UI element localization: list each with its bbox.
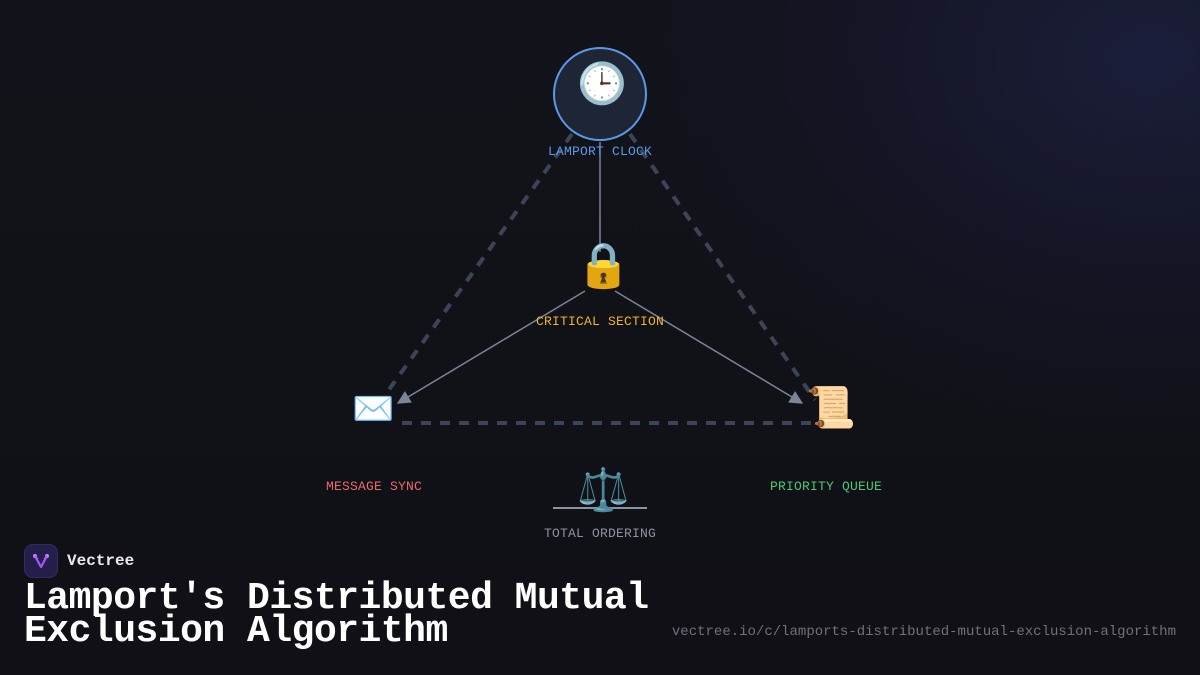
scales-icon[interactable]: ⚖️ <box>577 465 630 514</box>
clock-icon: 🕒 <box>577 61 627 107</box>
brand: Vectree <box>24 544 134 578</box>
title-line-2: Exclusion Algorithm <box>24 610 448 653</box>
priority-queue-label: PRIORITY QUEUE <box>769 479 883 494</box>
lamport-clock-node[interactable] <box>553 47 647 141</box>
total-ordering-label: TOTAL ORDERING <box>543 526 657 541</box>
edge-clock-to-message <box>376 132 574 407</box>
critical-section-label: CRITICAL SECTION <box>535 314 665 329</box>
lamport-clock-label: LAMPORT CLOCK <box>547 144 653 159</box>
edge-critical-to-queue <box>614 290 804 404</box>
edge-critical-to-message <box>396 290 586 404</box>
scroll-icon[interactable]: 📜 <box>806 385 856 431</box>
message-sync-label: MESSAGE SYNC <box>325 479 423 494</box>
page-title: Lamport's Distributed Mutual Exclusion A… <box>24 577 649 653</box>
lock-icon[interactable]: 🔒 <box>576 240 631 291</box>
title-line-1: Lamport's Distributed Mutual <box>24 577 649 620</box>
source-url-link[interactable]: vectree.io/c/lamports-distributed-mutual… <box>671 624 1176 640</box>
brand-name: Vectree <box>67 552 135 570</box>
vectree-logo-icon <box>24 544 58 578</box>
edge-clock-to-queue <box>628 132 817 402</box>
envelope-icon[interactable]: ✉️ <box>352 389 395 429</box>
